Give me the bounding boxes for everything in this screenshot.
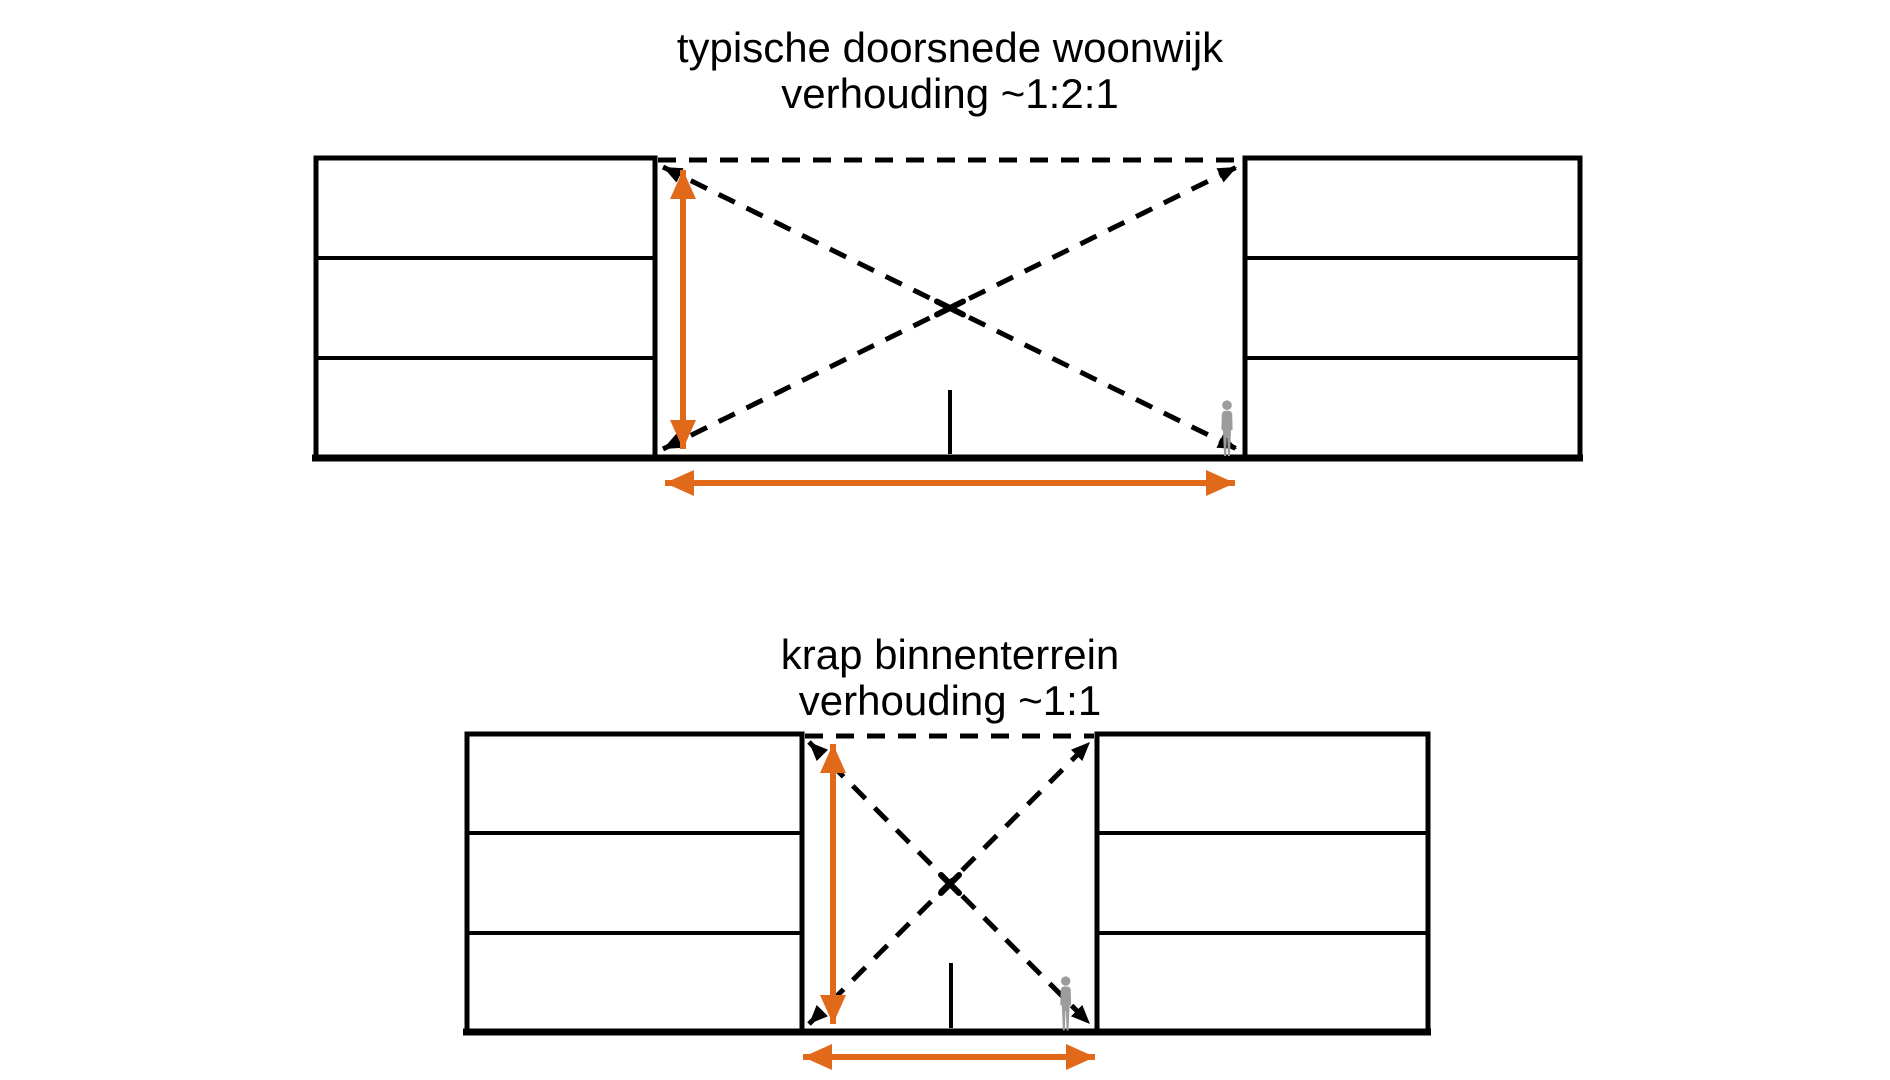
bottom-crossing-x-mark — [938, 872, 962, 896]
top-building-left — [313, 155, 658, 461]
x-mark-stroke — [934, 298, 966, 318]
building-outline — [1094, 731, 1431, 1035]
figure-bottom-title: krap binnenterrein verhouding ~1:1 — [780, 631, 1120, 725]
building-outline — [313, 155, 658, 461]
top-building-right — [1242, 155, 1583, 461]
figure-top-title-line1: typische doorsnede woonwijk — [676, 24, 1224, 71]
figure-top-title-line2: verhouding ~1:2:1 — [781, 70, 1119, 118]
figure-bottom-drawing — [463, 731, 1431, 1070]
bottom-building-left — [464, 731, 805, 1035]
top-crossing-x-mark — [934, 298, 966, 318]
x-mark-stroke — [938, 872, 962, 896]
building-outline — [464, 731, 805, 1035]
figure-bottom-title-line2: verhouding ~1:1 — [798, 677, 1102, 725]
bottom-building-right — [1094, 731, 1431, 1035]
building-outline — [1242, 155, 1583, 461]
person-figure-icon — [1060, 976, 1072, 1031]
figure-top-drawing — [312, 155, 1583, 496]
figure-bottom-title-line1: krap binnenterrein — [780, 631, 1120, 678]
figure-top-title: typische doorsnede woonwijk verhouding ~… — [676, 24, 1224, 118]
